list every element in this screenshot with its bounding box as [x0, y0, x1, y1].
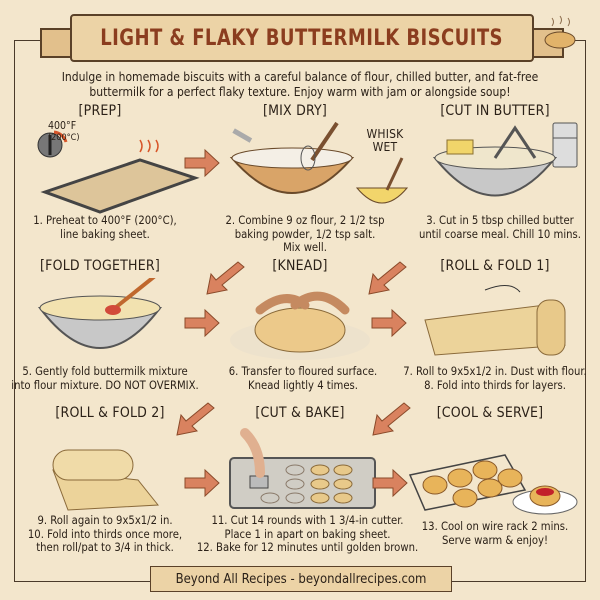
caption-line: 10. Fold into thirds once more, — [27, 527, 183, 541]
caption-line: 8. Fold into thirds for layers. — [424, 378, 566, 392]
pastry-cutter-icon — [432, 122, 578, 197]
biscuit-icon — [544, 15, 576, 49]
caption-line: line baking sheet. — [60, 227, 150, 241]
caption-line: then roll/pat to 3/4 in thick. — [36, 541, 174, 554]
wire-rack-icon — [408, 454, 578, 515]
step-header-fold-together: [FOLD TOGETHER] — [40, 258, 160, 274]
page-title: LIGHT & FLAKY BUTTERMILK BISCUITS — [100, 25, 504, 51]
spatula-bowl-icon — [37, 278, 163, 349]
step-header-prep: [PREP] — [78, 103, 122, 119]
oven-temp-label: 400°F(200°C) — [48, 121, 88, 144]
caption-line: 11. Cut 14 rounds with 1 3/4-in cutter. — [211, 514, 404, 527]
rolled-dough-icon — [424, 285, 566, 356]
step-header-knead: [KNEAD] — [272, 258, 328, 274]
caption-line: 9. Roll again to 9x5x1/2 in. — [37, 514, 173, 527]
step-header-mix-dry: [MIX DRY] — [262, 103, 328, 119]
caption-line: 6. Transfer to floured surface. — [228, 365, 378, 378]
step-header-cool-serve: [COOL & SERVE] — [436, 405, 544, 421]
caption-line: Place 1 in apart on baking sheet. — [224, 527, 391, 541]
footer-text: Beyond All Recipes - beyondallrecipes.co… — [175, 571, 427, 587]
caption-line: until coarse meal. Chill 10 mins. — [419, 227, 581, 241]
mixing-bowl-icon — [229, 121, 409, 204]
baking-sheet-icon — [37, 130, 200, 214]
caption-line: 13. Cool on wire rack 2 mins. — [421, 520, 569, 533]
caption-line: into flour mixture. DO NOT OVERMIX. — [11, 378, 199, 392]
folded-dough-icon — [52, 449, 159, 511]
step-caption-7-8: 7. Roll to 9x5x1/2 in. Dust with flour.8… — [390, 365, 600, 392]
oven-temp-c: (200°C) — [48, 133, 80, 143]
step-header-roll-fold-2: [ROLL & FOLD 2] — [55, 405, 165, 421]
step-caption-9-10: 9. Roll again to 9x5x1/2 in.10. Fold int… — [5, 514, 205, 555]
caption-line: baking powder, 1/2 tsp salt. — [234, 227, 376, 241]
caption-line: 1. Preheat to 400°F (200°C), — [33, 214, 177, 227]
kneading-hands-icon — [230, 291, 370, 360]
caption-line: 3. Cut in 5 tbsp chilled butter — [426, 214, 574, 227]
oven-temp-f: 400°F — [48, 120, 77, 132]
step-header-cut-bake: [CUT & BAKE] — [255, 405, 345, 421]
step-header-roll-fold-1: [ROLL & FOLD 1] — [440, 258, 550, 274]
step-caption-11-12: 11. Cut 14 rounds with 1 3/4-in cutter.P… — [195, 514, 420, 555]
step-caption-6: 6. Transfer to floured surface.Knead lig… — [203, 365, 403, 392]
title-banner: LIGHT & FLAKY BUTTERMILK BISCUITS — [70, 14, 534, 62]
footer-banner: Beyond All Recipes - beyondallrecipes.co… — [150, 566, 452, 592]
step-caption-1: 1. Preheat to 400°F (200°C),line baking … — [10, 214, 200, 241]
intro-text: Indulge in homemade biscuits with a care… — [61, 70, 539, 99]
caption-line: 2. Combine 9 oz flour, 2 1/2 tsp — [225, 214, 385, 227]
caption-line: Mix well. — [283, 241, 327, 254]
caption-line: 5. Gently fold buttermilk mixture — [22, 365, 188, 378]
whisk-wet-label: WHISK WET — [366, 127, 404, 154]
step-caption-13: 13. Cool on wire rack 2 mins.Serve warm … — [395, 520, 595, 547]
caption-line: 7. Roll to 9x5x1/2 in. Dust with flour. — [403, 365, 587, 378]
caption-line: 12. Bake for 12 minutes until golden bro… — [196, 541, 419, 554]
biscuit-cutter-icon — [229, 428, 376, 509]
step-header-cut-in-butter: [CUT IN BUTTER] — [440, 103, 550, 119]
caption-line: Serve warm & enjoy! — [442, 533, 548, 547]
caption-line: Knead lightly 4 times. — [248, 378, 358, 392]
